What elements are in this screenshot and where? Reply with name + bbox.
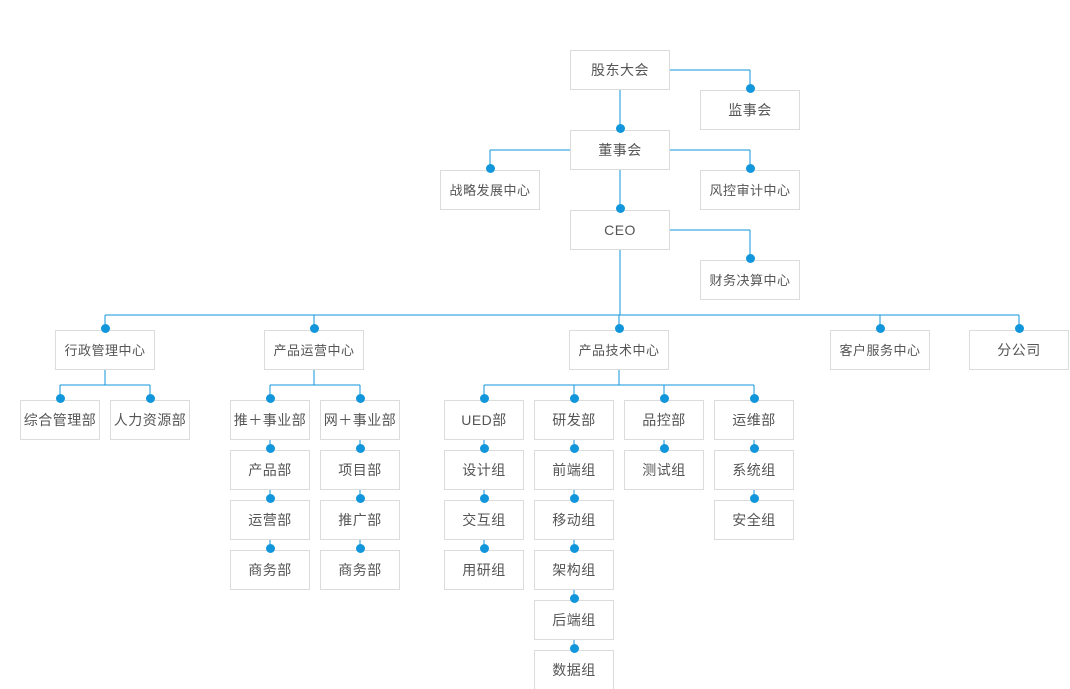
org-node-label: 运营部 [248,512,292,528]
org-node-label: 网＋事业部 [323,412,397,428]
org-node-ops-dept[interactable]: 运维部 [714,400,794,440]
org-node-product-dept[interactable]: 产品部 [230,450,310,490]
org-node-label: 分公司 [997,342,1041,358]
org-node-label: 系统组 [732,462,776,478]
org-node-business-dept-2[interactable]: 商务部 [320,550,400,590]
org-node-design-group[interactable]: 设计组 [444,450,524,490]
org-node-label: 测试组 [642,462,686,478]
org-node-user-research-group[interactable]: 用研组 [444,550,524,590]
org-node-system-group[interactable]: 系统组 [714,450,794,490]
org-node-label: 产品部 [248,462,292,478]
org-node-operations-dept[interactable]: 运营部 [230,500,310,540]
org-node-risk-audit-center[interactable]: 风控审计中心 [700,170,800,210]
org-node-label: 产品技术中心 [578,342,660,358]
org-node-label: 研发部 [552,412,596,428]
org-node-backend-group[interactable]: 后端组 [534,600,614,640]
org-node-label: 行政管理中心 [64,342,146,358]
org-node-supervisors[interactable]: 监事会 [700,90,800,130]
org-node-label: 商务部 [248,562,292,578]
org-node-label: 运维部 [732,412,776,428]
org-node-label: CEO [604,222,636,238]
org-node-shareholders[interactable]: 股东大会 [570,50,670,90]
org-node-label: 股东大会 [591,62,649,78]
org-node-label: UED部 [461,412,507,428]
org-node-label: 监事会 [728,102,772,118]
org-node-project-dept[interactable]: 项目部 [320,450,400,490]
org-node-architecture-group[interactable]: 架构组 [534,550,614,590]
org-node-tech-center[interactable]: 产品技术中心 [569,330,669,370]
org-node-label: 产品运营中心 [273,342,355,358]
org-node-label: 品控部 [642,412,686,428]
org-node-label: 设计组 [462,462,506,478]
org-node-label: 财务决算中心 [709,272,791,288]
org-node-label: 推＋事业部 [233,412,307,428]
org-node-data-group[interactable]: 数据组 [534,650,614,689]
org-node-label: 交互组 [462,512,506,528]
org-node-label: 用研组 [462,562,506,578]
org-node-board[interactable]: 董事会 [570,130,670,170]
org-node-label: 商务部 [338,562,382,578]
org-node-test-group[interactable]: 测试组 [624,450,704,490]
org-node-qa-dept[interactable]: 品控部 [624,400,704,440]
org-node-label: 风控审计中心 [709,182,791,198]
org-node-label: 数据组 [552,662,596,678]
org-node-label: 董事会 [598,142,642,158]
org-node-label: 人力资源部 [113,412,187,428]
org-node-label: 推广部 [338,512,382,528]
org-node-customer-service-center[interactable]: 客户服务中心 [830,330,930,370]
org-node-label: 安全组 [732,512,776,528]
org-node-label: 后端组 [552,612,596,628]
org-node-label: 客户服务中心 [839,342,921,358]
org-node-label: 架构组 [552,562,596,578]
org-node-strategy-center[interactable]: 战略发展中心 [440,170,540,210]
org-node-security-group[interactable]: 安全组 [714,500,794,540]
org-node-wang-bu[interactable]: 网＋事业部 [320,400,400,440]
org-node-label: 项目部 [338,462,382,478]
org-node-admin-center[interactable]: 行政管理中心 [55,330,155,370]
org-node-hr-dept[interactable]: 人力资源部 [110,400,190,440]
org-node-business-dept-1[interactable]: 商务部 [230,550,310,590]
org-node-label: 综合管理部 [23,412,97,428]
org-node-label: 战略发展中心 [449,182,531,198]
org-node-interaction-group[interactable]: 交互组 [444,500,524,540]
org-node-tui-bu[interactable]: 推＋事业部 [230,400,310,440]
org-node-branch-company[interactable]: 分公司 [969,330,1069,370]
org-node-label: 移动组 [552,512,596,528]
org-node-general-admin-dept[interactable]: 综合管理部 [20,400,100,440]
org-node-finance-center[interactable]: 财务决算中心 [700,260,800,300]
org-node-mobile-group[interactable]: 移动组 [534,500,614,540]
org-node-promotion-dept[interactable]: 推广部 [320,500,400,540]
org-node-frontend-group[interactable]: 前端组 [534,450,614,490]
org-node-ued-dept[interactable]: UED部 [444,400,524,440]
org-node-rd-dept[interactable]: 研发部 [534,400,614,440]
org-node-product-ops-center[interactable]: 产品运营中心 [264,330,364,370]
org-node-label: 前端组 [552,462,596,478]
org-node-ceo[interactable]: CEO [570,210,670,250]
